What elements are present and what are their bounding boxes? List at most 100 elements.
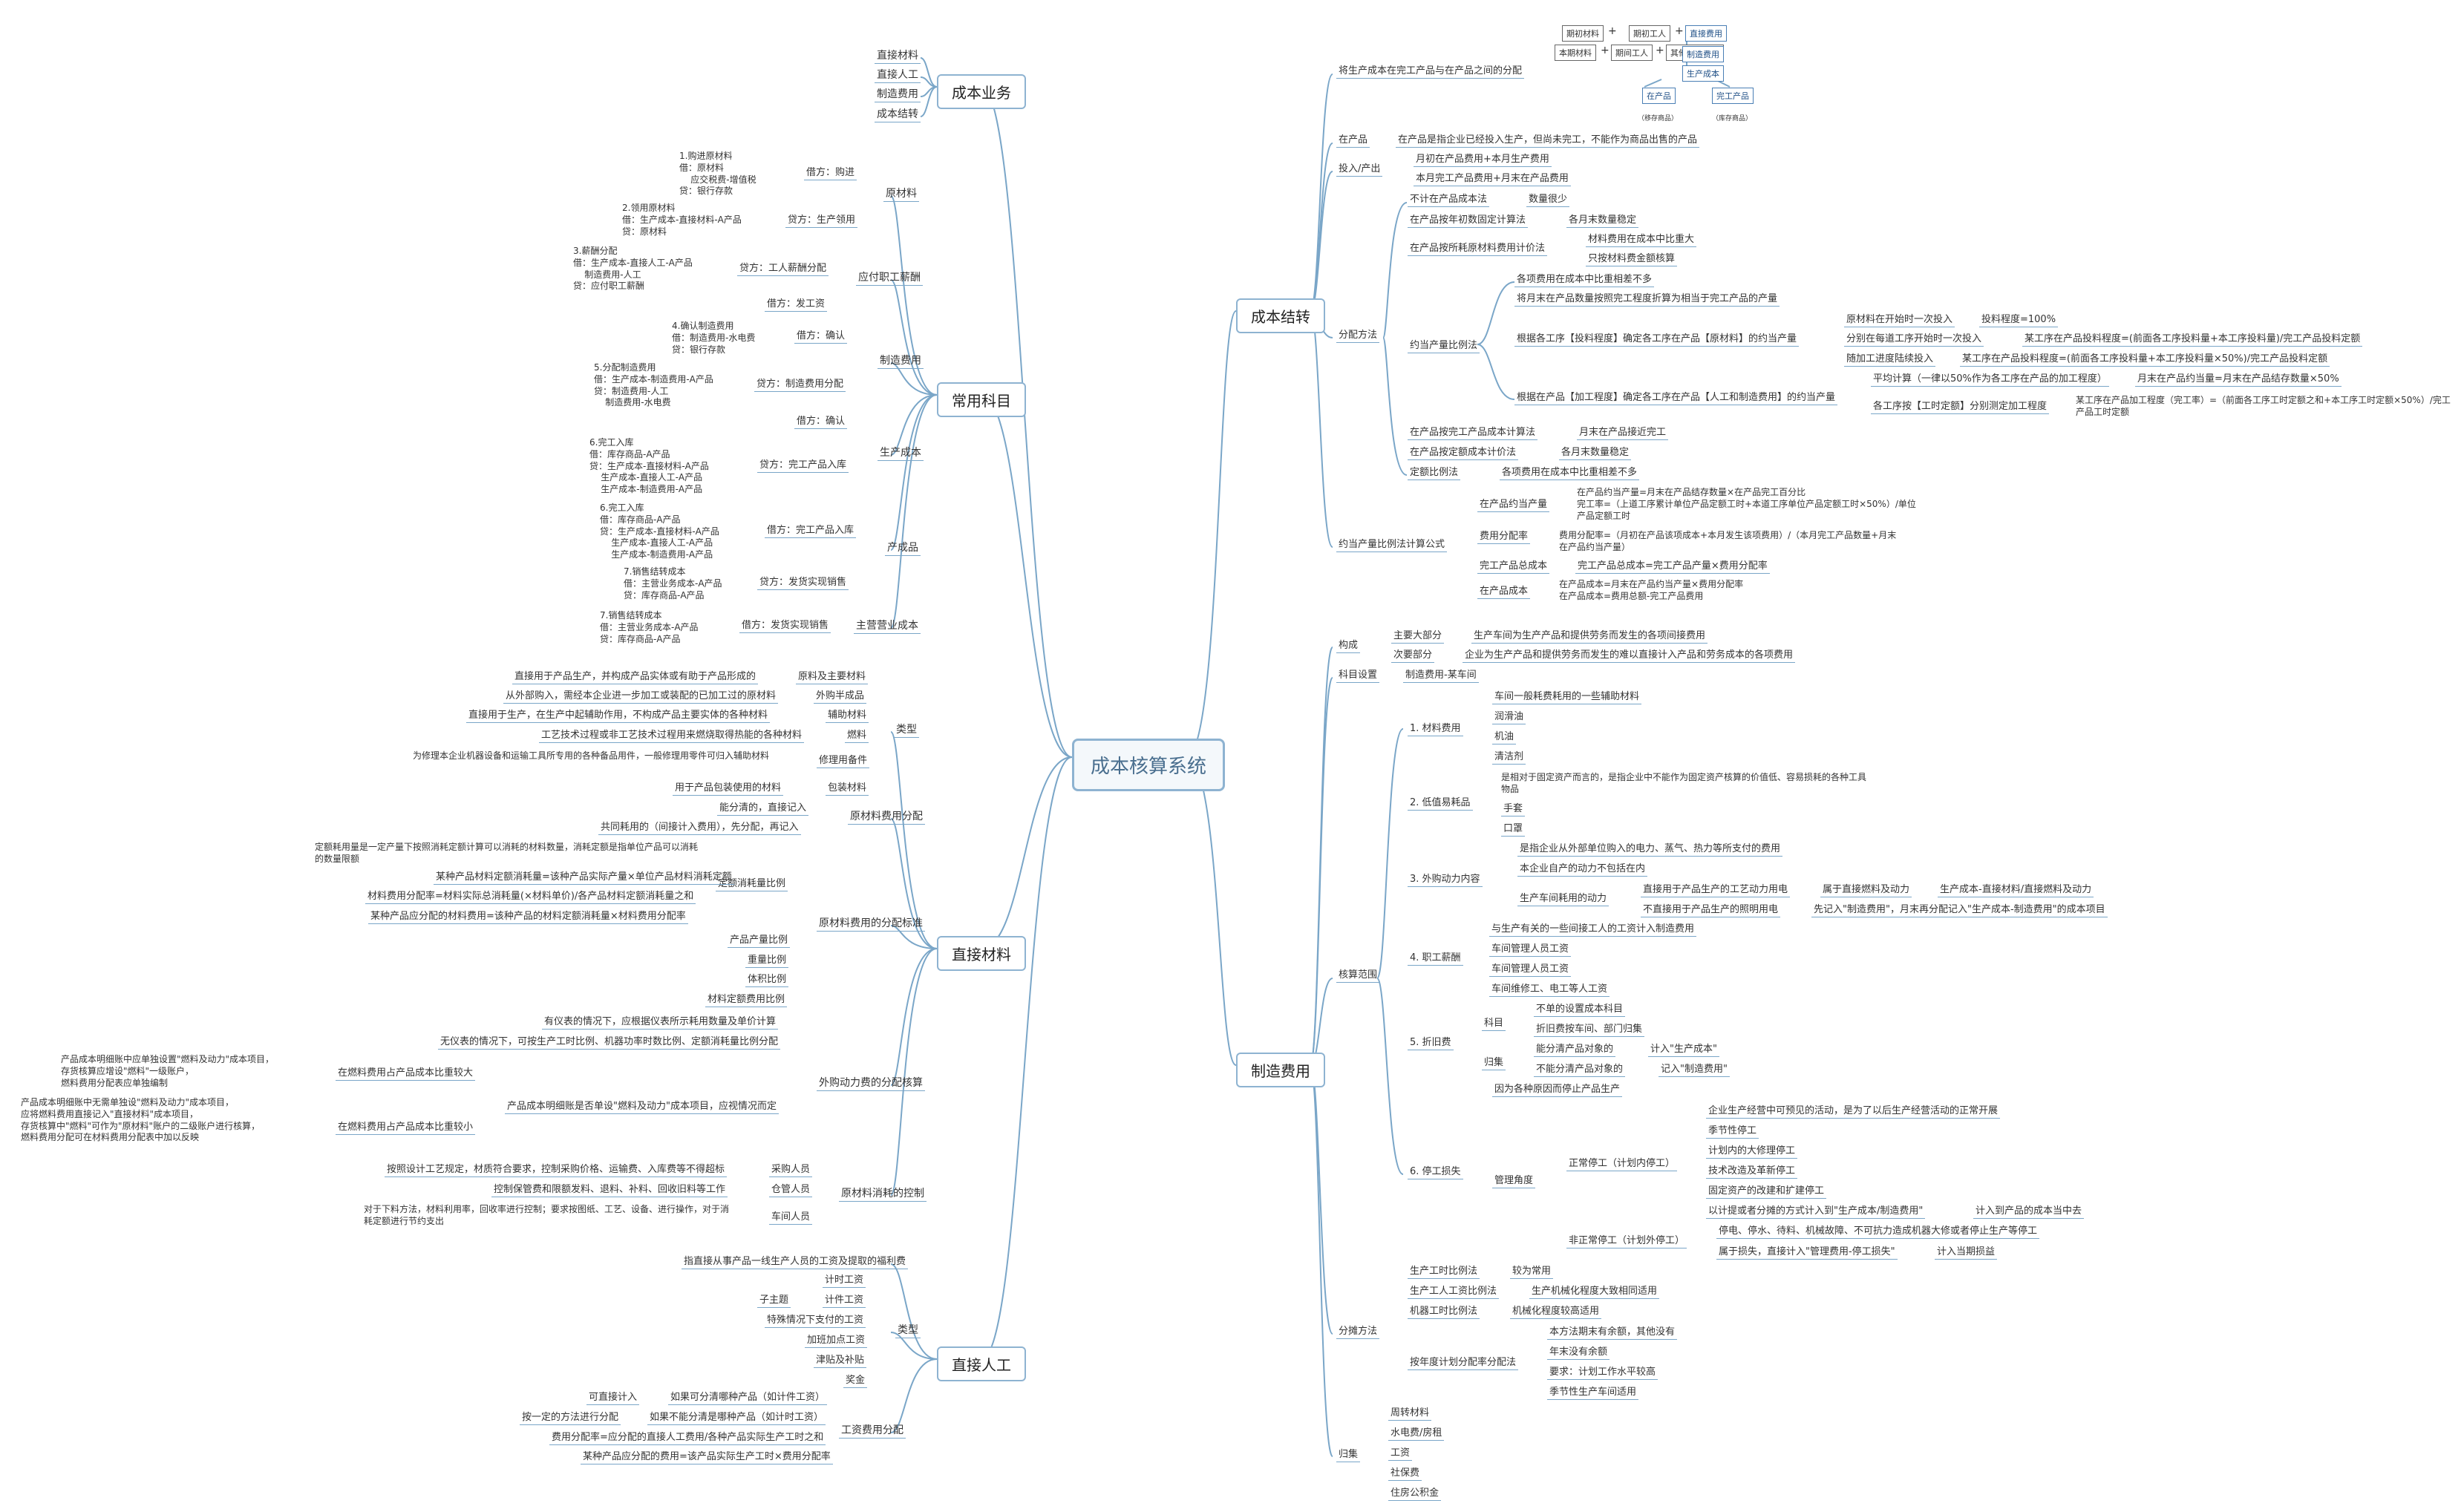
cc-m2[interactable]: 在产品按年初数固定计算法 xyxy=(1408,215,1529,228)
topic-manufacturing-overhead[interactable]: 制造费用 xyxy=(1236,1053,1325,1087)
moh-s5-collect[interactable]: 归集 xyxy=(1482,1058,1506,1070)
cc-method[interactable]: 分配方法 xyxy=(1336,330,1380,343)
moh-s6-plan[interactable]: 正常停工（计划内停工） xyxy=(1566,1159,1678,1171)
account-pick[interactable]: 贷方：生产领用 xyxy=(785,215,858,228)
dl-alloc-a[interactable]: 费用分配率=应分配的直接人工费用/各种产品实际生产工时之和 xyxy=(549,1433,826,1445)
moh-s6[interactable]: 6. 停工损失 xyxy=(1408,1167,1463,1179)
cc-io[interactable]: 投入/产出 xyxy=(1336,164,1383,177)
dm-quota-ratio[interactable]: 定额消耗量比例 xyxy=(716,879,788,891)
root-topic[interactable]: 成本核算系统 xyxy=(1072,739,1226,791)
dm-type-name[interactable]: 原料及主要材料 xyxy=(796,672,869,684)
account-salary-debit[interactable]: 借方：发工资 xyxy=(765,299,828,312)
account-purchase[interactable]: 借方：购进 xyxy=(804,168,857,180)
dm-other-basis[interactable]: 体积比例 xyxy=(745,975,789,987)
moh-annual[interactable]: 按年度计划分配率分配法 xyxy=(1408,1358,1519,1370)
moh-s3-used-a[interactable]: 直接用于产品生产的工艺动力用电 xyxy=(1641,885,1791,897)
moh-method-a[interactable]: 生产工时比例法 xyxy=(1408,1266,1480,1279)
account-moh-debit[interactable]: 借方：确认 xyxy=(794,331,848,344)
dm-type-name[interactable]: 包装材料 xyxy=(826,783,869,796)
moh-collect[interactable]: 归集 xyxy=(1336,1450,1361,1462)
dm-alloc[interactable]: 原材料费用分配 xyxy=(848,811,925,825)
dl-type[interactable]: 津贴及补贴 xyxy=(814,1355,867,1368)
cc-m7[interactable]: 定额比例法 xyxy=(1408,468,1461,480)
moh-s6-plan-x-a[interactable]: 以计提或者分摊的方式计入到"生产成本/制造费用" xyxy=(1706,1206,1926,1219)
dm-other-basis[interactable]: 产品产量比例 xyxy=(728,935,791,948)
moh-s6-mgmt[interactable]: 管理角度 xyxy=(1492,1176,1536,1188)
dl-type[interactable]: 加班加点工资 xyxy=(805,1335,868,1348)
account-fg-debit[interactable]: 借方：完工产品入库 xyxy=(765,526,857,538)
dm-type-name[interactable]: 修理用备件 xyxy=(817,756,870,768)
account-moh-credit[interactable]: 贷方：制造费用分配 xyxy=(754,379,846,392)
cc-f3[interactable]: 完工产品总成本 xyxy=(1477,561,1550,574)
topic-common-accounts[interactable]: 常用科目 xyxy=(937,382,1026,417)
cc-m6[interactable]: 在产品按定额成本计价法 xyxy=(1408,448,1519,460)
dm-category[interactable]: 类型 xyxy=(894,724,919,738)
moh-s5-collect-a[interactable]: 不能分清产品对象的 xyxy=(1534,1064,1626,1077)
cc-f2[interactable]: 费用分配率 xyxy=(1477,531,1531,544)
cc-m4[interactable]: 约当产量比例法 xyxy=(1408,341,1480,353)
cc-m4-sub-a[interactable]: 分别在每道工序开始时一次投入 xyxy=(1844,334,1984,347)
dm-fuel-small[interactable]: 在燃料费用占产品成本比重较小 xyxy=(336,1122,476,1135)
topic-direct-labor[interactable]: 直接人工 xyxy=(937,1346,1026,1381)
cc-f1[interactable]: 在产品约当产量 xyxy=(1477,500,1550,512)
moh-s3-used-a[interactable]: 不直接用于产品生产的照明用电 xyxy=(1641,905,1781,917)
dm-control-role[interactable]: 车间人员 xyxy=(769,1212,813,1225)
dl-category[interactable]: 类型 xyxy=(895,1325,921,1338)
cc-f4[interactable]: 在产品成本 xyxy=(1477,586,1531,599)
moh-s3-used[interactable]: 生产车间耗用的动力 xyxy=(1517,894,1610,906)
moh-method-a[interactable]: 生产工人工资比例法 xyxy=(1408,1286,1500,1299)
moh-s2[interactable]: 2. 低值易耗品 xyxy=(1408,798,1473,811)
dm-control-role[interactable]: 采购人员 xyxy=(769,1165,813,1177)
cc-formula[interactable]: 约当产量比例法计算公式 xyxy=(1336,540,1448,552)
dm-control[interactable]: 原材料消耗的控制 xyxy=(839,1188,927,1202)
account-wip[interactable]: 生产成本 xyxy=(878,448,924,461)
dl-type[interactable]: 计件工资 xyxy=(823,1295,866,1308)
moh-method-a[interactable]: 机器工时比例法 xyxy=(1408,1306,1480,1319)
account-wip-debit[interactable]: 借方：确认 xyxy=(794,416,848,429)
moh-main-part[interactable]: 主要大部分 xyxy=(1391,631,1445,644)
cc-m4-sub-a[interactable]: 各工序按【工时定额】分别测定加工程度 xyxy=(1871,402,2050,414)
account-salary-credit[interactable]: 贷方：工人薪酬分配 xyxy=(737,264,829,276)
moh-account[interactable]: 科目设置 xyxy=(1336,670,1380,683)
dl-type-extra[interactable]: 子主题 xyxy=(757,1295,791,1308)
dm-type-name[interactable]: 外购半成品 xyxy=(814,691,867,704)
moh-s1[interactable]: 1. 材料费用 xyxy=(1408,724,1463,736)
moh-s6-unplan[interactable]: 非正常停工（计划外停工） xyxy=(1566,1236,1687,1248)
dm-power[interactable]: 外购动力费的分配核算 xyxy=(817,1078,925,1091)
dl-alloc-a[interactable]: 某种产品应分配的费用=该产品实际生产工时×费用分配率 xyxy=(581,1452,833,1464)
cc-m1[interactable]: 不计在产品成本法 xyxy=(1408,194,1490,207)
moh-s5[interactable]: 5. 折旧费 xyxy=(1408,1038,1454,1050)
dm-basis[interactable]: 原材料费用的分配标准 xyxy=(817,918,925,932)
cc-wip[interactable]: 在产品 xyxy=(1336,135,1370,148)
dm-type-name[interactable]: 燃料 xyxy=(845,730,869,743)
account-raw-material[interactable]: 原材料 xyxy=(883,189,919,202)
moh-minor-part[interactable]: 次要部分 xyxy=(1391,650,1435,663)
dm-other-basis[interactable]: 重量比例 xyxy=(745,955,789,968)
cost-business-item[interactable]: 直接人工 xyxy=(875,70,921,83)
account-cogs-debit[interactable]: 借方：发货实现销售 xyxy=(739,621,831,633)
cc-m4-cond[interactable]: 根据在产品【加工程度】确定各工序在产品【人工和制造费用】的约当产量 xyxy=(1514,393,1838,405)
topic-direct-material[interactable]: 直接材料 xyxy=(937,936,1026,971)
cost-business-item[interactable]: 直接材料 xyxy=(875,50,921,64)
cc-m3[interactable]: 在产品按所耗原材料费用计价法 xyxy=(1408,243,1548,256)
cc-m4-cond[interactable]: 根据各工序【投料程度】确定各工序在产品【原材料】的约当产量 xyxy=(1514,334,1800,347)
dl-type[interactable]: 奖金 xyxy=(843,1375,868,1388)
account-fg-credit[interactable]: 贷方：发货实现销售 xyxy=(757,577,849,590)
cc-m4-sub-a[interactable]: 原材料在开始时一次投入 xyxy=(1844,315,1955,327)
cost-business-item[interactable]: 制造费用 xyxy=(875,89,921,102)
account-cogs[interactable]: 主营营业成本 xyxy=(854,621,921,634)
moh-scope[interactable]: 核算范围 xyxy=(1336,970,1380,983)
topic-cost-business[interactable]: 成本业务 xyxy=(937,74,1026,109)
dm-control-role[interactable]: 仓管人员 xyxy=(769,1185,813,1197)
moh-method[interactable]: 分摊方法 xyxy=(1336,1326,1380,1339)
topic-cost-carryover[interactable]: 成本结转 xyxy=(1236,298,1325,333)
account-wip-credit[interactable]: 贷方：完工产品入库 xyxy=(757,460,849,473)
moh-s5-collect-a[interactable]: 能分清产品对象的 xyxy=(1534,1044,1616,1057)
account-fg[interactable]: 产成品 xyxy=(885,543,921,556)
dm-type-name[interactable]: 辅助材料 xyxy=(826,710,869,723)
cc-m4-sub-a[interactable]: 随加工进度陆续投入 xyxy=(1844,354,1936,367)
moh-s5-sub[interactable]: 科目 xyxy=(1482,1018,1506,1031)
cc-between[interactable]: 将生产成本在完工产品与在产品之间的分配 xyxy=(1336,66,1525,79)
moh-s3[interactable]: 3. 外购动力内容 xyxy=(1408,874,1483,887)
account-payroll[interactable]: 应付职工薪酬 xyxy=(856,272,923,286)
